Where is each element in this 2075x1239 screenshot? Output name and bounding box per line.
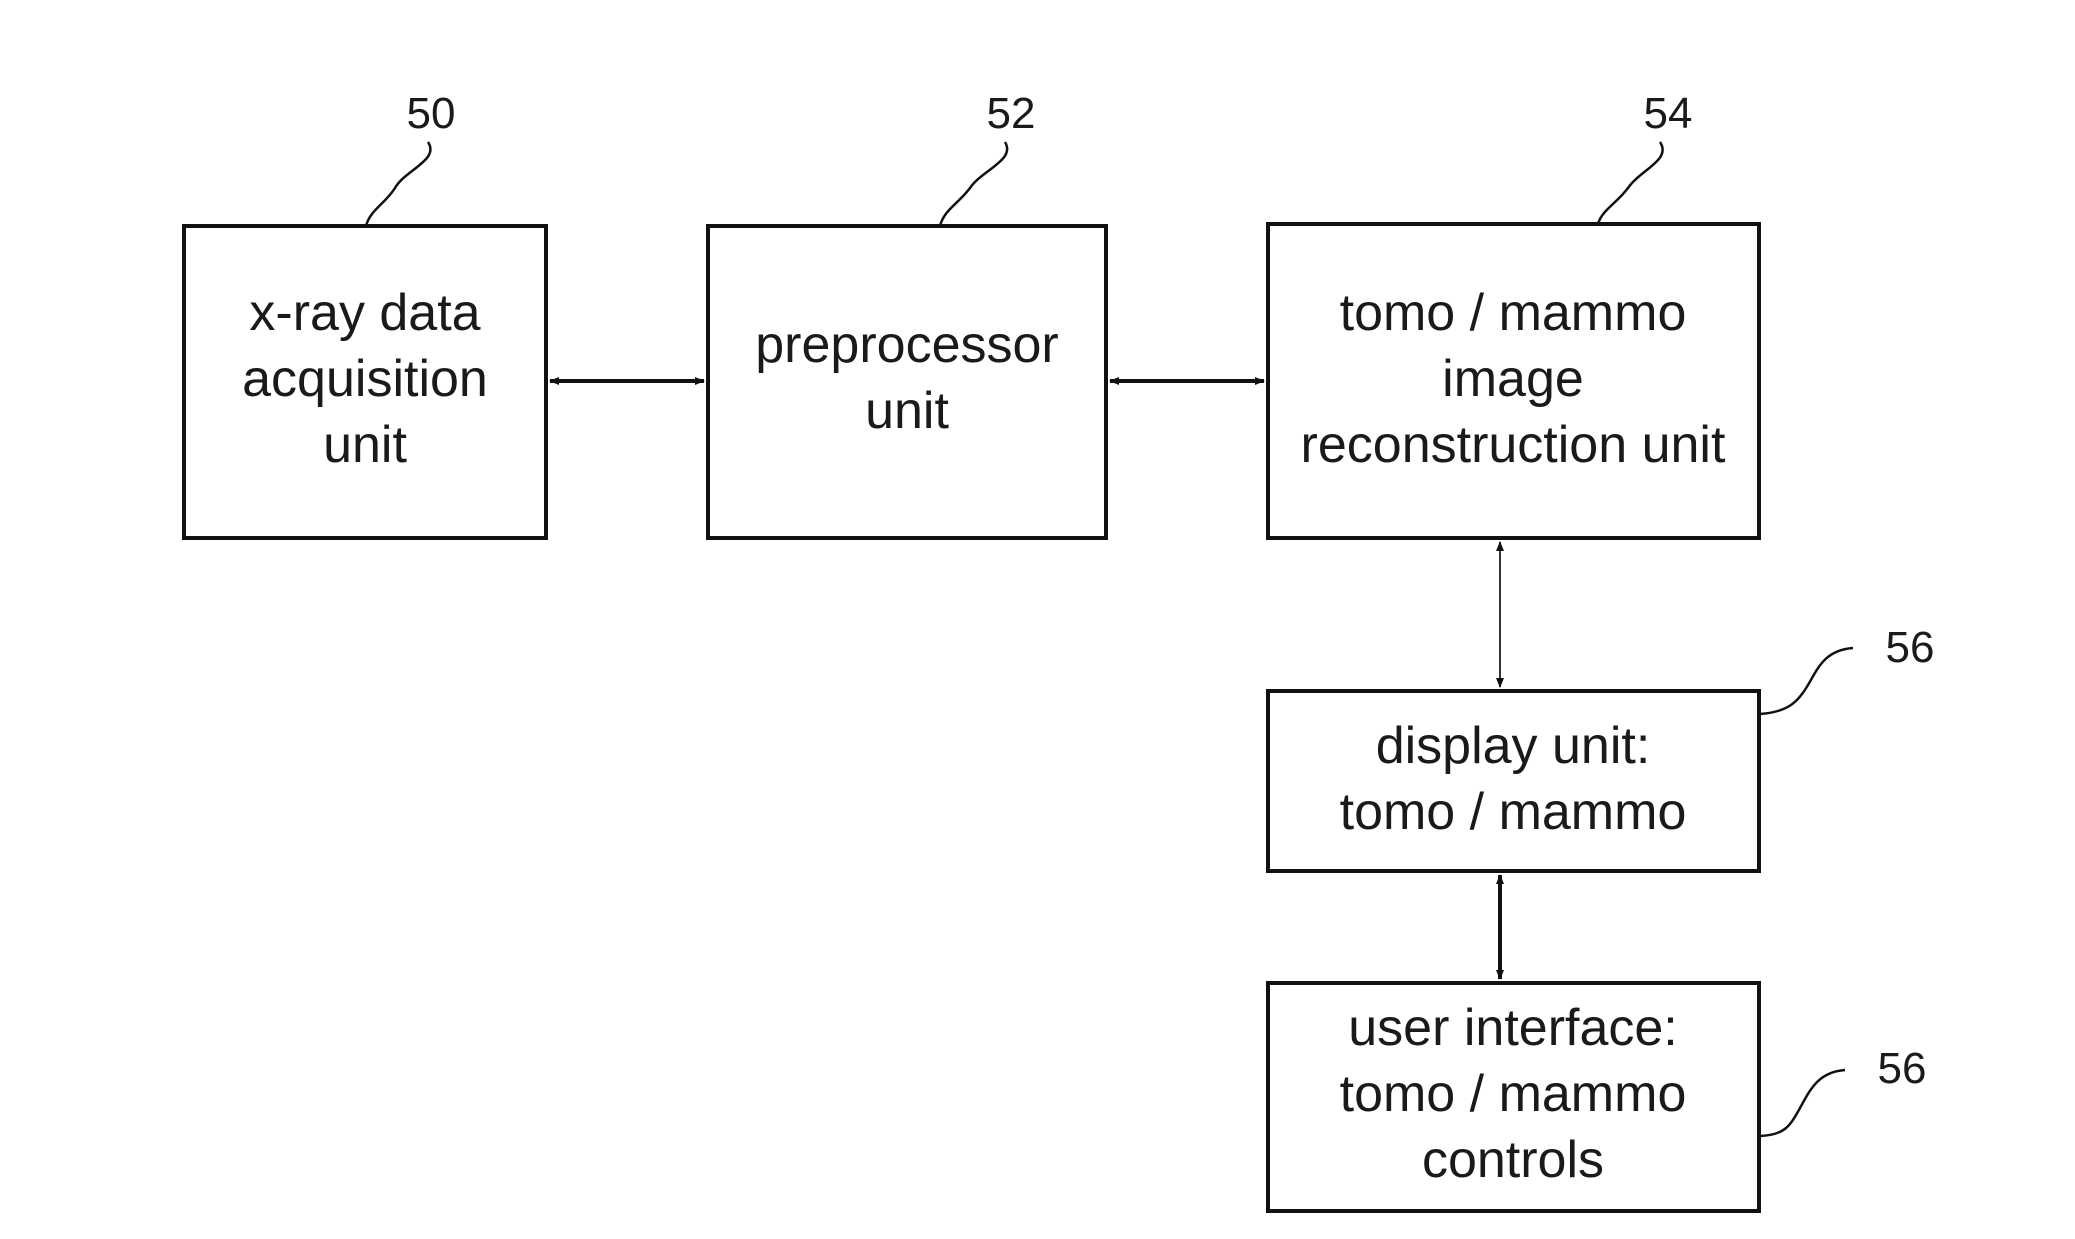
block-label-line: user interface: (1348, 999, 1678, 1057)
ref-leader-line (1598, 142, 1663, 224)
block-label-line: unit (323, 416, 407, 474)
ref-numeral: 56 (1878, 1044, 1927, 1093)
block-label-line: preprocessor (755, 316, 1058, 374)
block-label-line: image (1442, 350, 1584, 408)
block-label-line: acquisition (242, 350, 488, 408)
block-label-line: unit (865, 382, 949, 440)
block-label-line: x-ray data (249, 284, 480, 342)
ref-numeral: 50 (407, 89, 456, 138)
block-label-line: display unit: (1376, 717, 1651, 775)
ref-leader-line (366, 142, 430, 226)
block-label-line: controls (1422, 1131, 1604, 1189)
ref-leader-line (1760, 648, 1853, 714)
display-block: display unit: tomo / mammo (1268, 691, 1759, 871)
user-interface-block: user interface: tomo / mammo controls (1268, 983, 1759, 1211)
block-label-line: tomo / mammo (1340, 1065, 1687, 1123)
ref-numeral: 56 (1886, 623, 1935, 672)
reconstruction-block: tomo / mammo image reconstruction unit (1268, 224, 1759, 538)
ref-numeral: 52 (987, 89, 1036, 138)
ref-leader-line (940, 142, 1007, 226)
block-label-line: reconstruction unit (1301, 416, 1726, 474)
block-label-line: tomo / mammo (1340, 783, 1687, 841)
x-ray-acquisition-block: x-ray data acquisition unit (184, 226, 546, 538)
ref-leader-line (1760, 1070, 1845, 1136)
preprocessor-block: preprocessor unit (708, 226, 1106, 538)
ref-numeral: 54 (1644, 89, 1693, 138)
block-label-line: tomo / mammo (1340, 284, 1687, 342)
